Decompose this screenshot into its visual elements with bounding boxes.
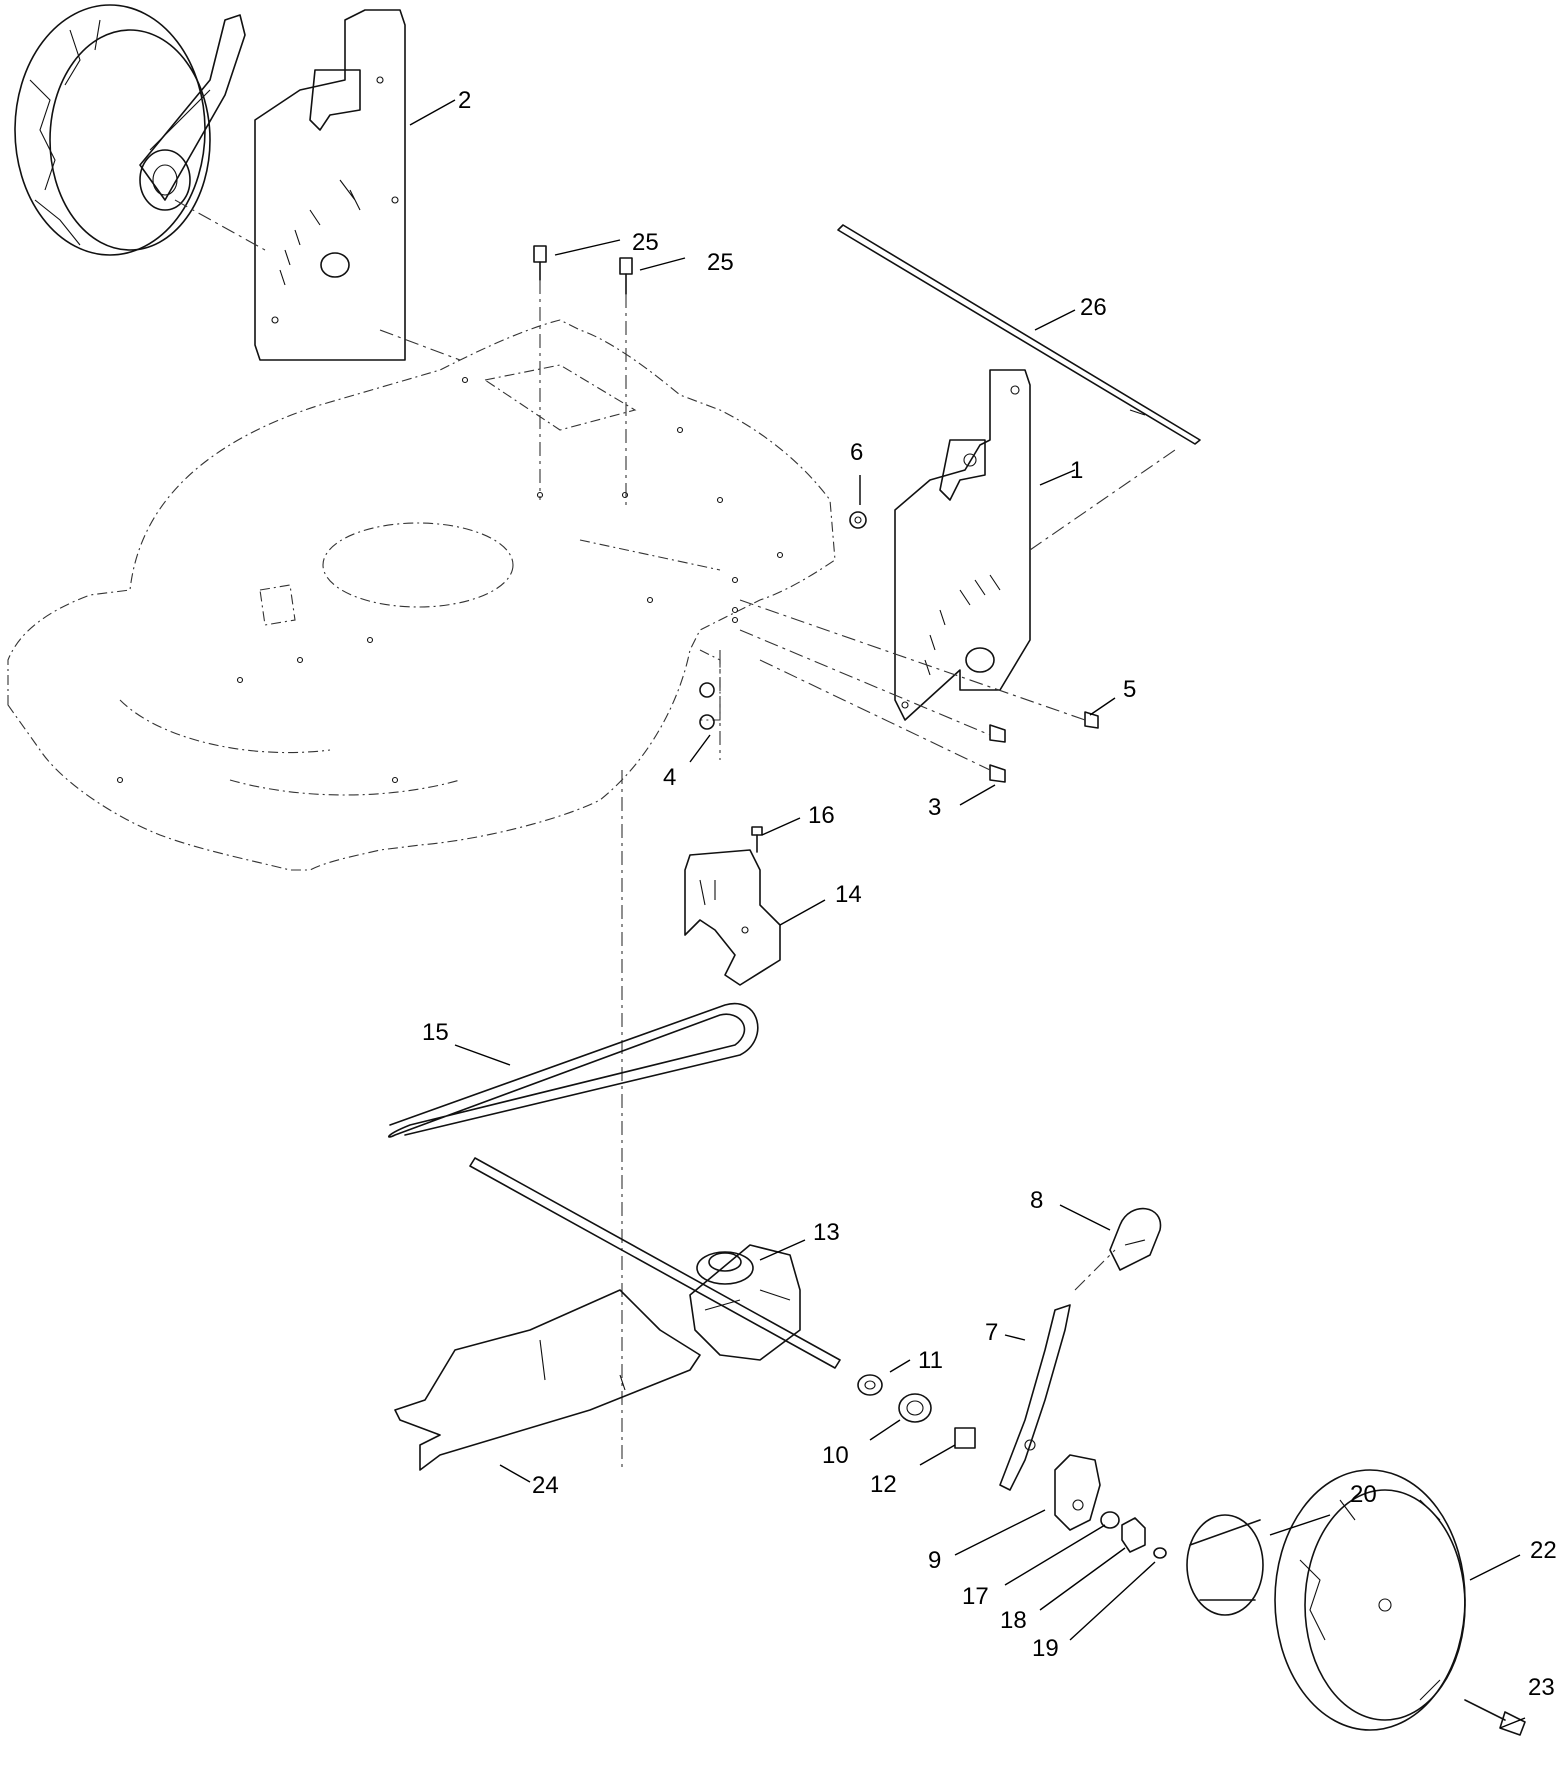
leader-12 bbox=[919, 1444, 956, 1466]
callout-20: 20 bbox=[1350, 1481, 1377, 1508]
leader-19 bbox=[1069, 1561, 1156, 1641]
rear-right-wheel bbox=[1274, 1469, 1466, 1731]
axle-bushings bbox=[857, 1374, 976, 1449]
wheel-hardware bbox=[1100, 1511, 1167, 1559]
flange-nut bbox=[849, 511, 867, 529]
leader-24 bbox=[499, 1464, 531, 1483]
leader-10 bbox=[869, 1419, 901, 1441]
callout-11: 11 bbox=[918, 1347, 943, 1374]
belt-cover-guard bbox=[394, 1289, 701, 1471]
callout-1: 1 bbox=[1070, 457, 1083, 484]
wheel-bolt bbox=[1464, 1699, 1526, 1736]
leader-2 bbox=[409, 99, 456, 126]
leader-9 bbox=[954, 1509, 1046, 1556]
leader-15 bbox=[454, 1044, 511, 1066]
callout-6: 6 bbox=[850, 439, 863, 466]
callout-24: 24 bbox=[532, 1472, 559, 1499]
deck-bolts bbox=[533, 245, 633, 510]
drive-belt bbox=[387, 1002, 759, 1138]
left-height-adjust-bracket bbox=[254, 9, 406, 361]
bracket-bolts bbox=[739, 599, 1099, 783]
callout-5: 5 bbox=[1123, 676, 1136, 703]
belt-guide-bracket bbox=[684, 849, 781, 986]
leader-25a bbox=[554, 239, 621, 256]
pivot-plate bbox=[1054, 1454, 1101, 1531]
callout-25a: 25 bbox=[632, 229, 659, 256]
callout-8: 8 bbox=[1030, 1187, 1043, 1214]
leader-1 bbox=[1039, 469, 1076, 486]
leader-5 bbox=[1089, 697, 1116, 716]
right-height-adjust-bracket bbox=[894, 369, 1031, 721]
callout-2: 2 bbox=[458, 87, 471, 114]
drive-shaft bbox=[469, 1157, 841, 1369]
callout-labels: 1 2 3 4 5 6 7 8 9 10 11 12 13 14 15 16 1… bbox=[422, 87, 1557, 1701]
leader-7 bbox=[1004, 1334, 1026, 1341]
leader-11 bbox=[889, 1359, 911, 1373]
mower-deck-phantom bbox=[7, 319, 836, 871]
leader-3 bbox=[959, 784, 996, 806]
leader-13 bbox=[759, 1239, 806, 1261]
wheel-hub-cup bbox=[1186, 1514, 1264, 1616]
callout-4: 4 bbox=[663, 764, 676, 791]
alignment-lines bbox=[174, 199, 1176, 1470]
callout-19: 19 bbox=[1032, 1635, 1059, 1662]
callout-17: 17 bbox=[962, 1583, 989, 1610]
callout-14: 14 bbox=[835, 881, 862, 908]
leader-14 bbox=[779, 899, 826, 926]
leader-4 bbox=[689, 734, 711, 763]
leader-25b bbox=[639, 257, 686, 271]
callout-26: 26 bbox=[1080, 294, 1107, 321]
callout-23: 23 bbox=[1528, 1674, 1555, 1701]
leader-16 bbox=[761, 817, 801, 836]
leader-lines bbox=[409, 99, 1526, 1729]
callout-3: 3 bbox=[928, 794, 941, 821]
callout-15: 15 bbox=[422, 1019, 449, 1046]
rear-left-wheel bbox=[14, 4, 246, 256]
adjust-lever bbox=[999, 1304, 1071, 1491]
deck-spacers bbox=[699, 682, 715, 730]
leader-17 bbox=[1004, 1524, 1106, 1586]
guide-screw bbox=[751, 826, 763, 853]
callout-9: 9 bbox=[928, 1547, 941, 1574]
leader-8 bbox=[1059, 1204, 1111, 1231]
rear-axle-rod bbox=[837, 224, 1201, 445]
callout-13: 13 bbox=[813, 1219, 840, 1246]
callout-12: 12 bbox=[870, 1471, 897, 1498]
callout-16: 16 bbox=[808, 802, 835, 829]
leader-22 bbox=[1469, 1554, 1521, 1581]
release-knob bbox=[1109, 1207, 1162, 1271]
transmission bbox=[689, 1244, 801, 1361]
callout-25b: 25 bbox=[707, 249, 734, 276]
callout-7: 7 bbox=[985, 1319, 998, 1346]
leader-23 bbox=[1499, 1717, 1526, 1729]
callout-18: 18 bbox=[1000, 1607, 1027, 1634]
callout-10: 10 bbox=[822, 1442, 849, 1469]
callout-22: 22 bbox=[1530, 1537, 1557, 1564]
leader-26 bbox=[1034, 309, 1076, 331]
leader-20 bbox=[1269, 1514, 1331, 1536]
leader-18 bbox=[1039, 1547, 1126, 1611]
